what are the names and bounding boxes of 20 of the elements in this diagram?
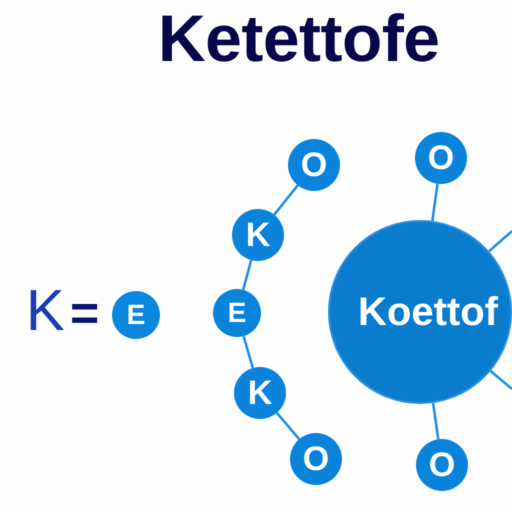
connector-line	[273, 184, 299, 216]
connector-line	[276, 412, 300, 440]
connector-line	[488, 230, 512, 252]
diagram-title: Ketettofe	[158, 5, 440, 71]
circle-node: E	[213, 289, 261, 337]
circle-node: O	[290, 433, 342, 485]
circle-node: O	[416, 439, 468, 491]
connector-line	[242, 336, 254, 368]
circle-node: O	[415, 132, 467, 184]
equals-sign: =	[70, 288, 100, 338]
circle-node: K	[234, 367, 286, 419]
connector-line	[431, 184, 439, 221]
formula-letter: K	[26, 282, 65, 340]
circle-node: K	[232, 209, 284, 261]
connector-line	[432, 402, 440, 440]
connector-line	[242, 260, 252, 290]
circle-node: O	[288, 139, 340, 191]
large-circle-node: Koettof	[328, 220, 512, 404]
connector-line	[490, 370, 512, 390]
circle-node: E	[112, 291, 160, 339]
